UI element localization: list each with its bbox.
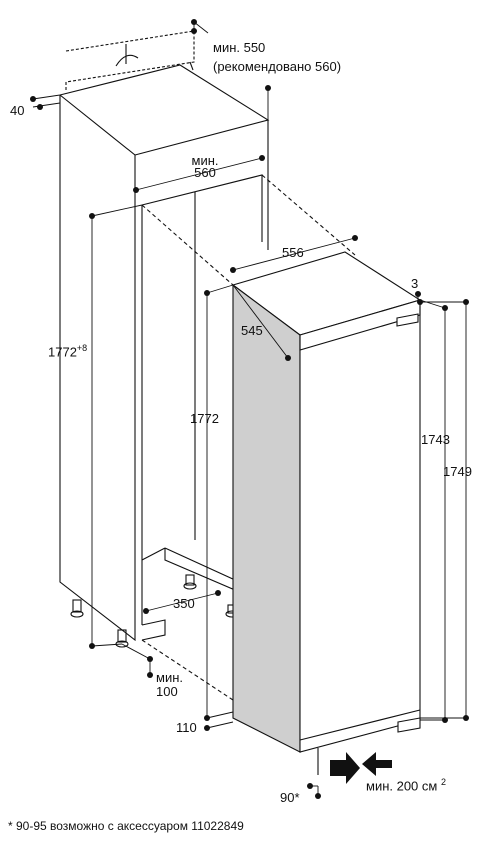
label-40: 40 xyxy=(10,103,25,118)
label-recommended-560: (рекомендовано 560) xyxy=(213,59,342,74)
label-plus-8: +8 xyxy=(76,343,88,353)
label-vent-main: мин. 200 см xyxy=(366,778,438,794)
top-vent-outline xyxy=(65,30,195,92)
appliance-body xyxy=(231,251,422,775)
label-min-100-b: 100 xyxy=(156,684,178,699)
label-556: 556 xyxy=(282,245,304,260)
label-1749: 1749 xyxy=(443,464,472,479)
label-1772-plus-8: 1772+8 xyxy=(48,341,87,359)
vent-arrows xyxy=(330,752,392,784)
label-1743: 1743 xyxy=(421,432,450,447)
footnote: * 90-95 возможно с аксессуаром 11022849 xyxy=(8,819,244,833)
dimension-dots xyxy=(30,19,469,799)
label-350: 350 xyxy=(173,596,195,611)
label-min-550: мин. 550 xyxy=(213,40,266,55)
vent-arc xyxy=(115,54,139,67)
dimension-lines xyxy=(32,21,467,796)
label-vent-200: мин. 200 см 2 xyxy=(366,775,446,793)
label-3: 3 xyxy=(411,276,419,291)
cabinet-feet xyxy=(70,574,239,648)
label-545: 545 xyxy=(241,323,263,338)
label-vent-sup: 2 xyxy=(440,777,446,787)
label-min-width: мин. xyxy=(191,153,219,168)
label-1772-main: 1772 xyxy=(48,344,77,360)
label-90: 90* xyxy=(280,790,300,805)
label-1772: 1772 xyxy=(190,411,219,426)
projection-lines xyxy=(141,174,356,701)
label-110: 110 xyxy=(176,720,197,735)
label-560: 560 xyxy=(194,165,216,180)
label-min-100-a: мин. xyxy=(156,670,183,685)
